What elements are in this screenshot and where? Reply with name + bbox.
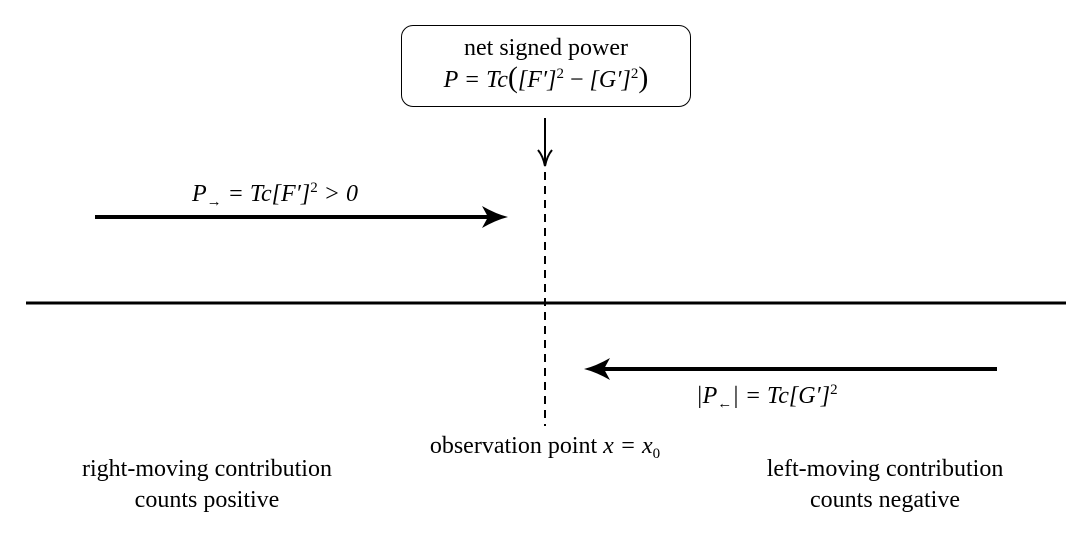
net-power-formula: P = Tc([F′]2 − [G′]2) <box>401 61 691 94</box>
observation-subscript: 0 <box>652 446 661 462</box>
left-subscript: ← <box>717 396 733 412</box>
formula-eq: = Tc <box>457 67 508 93</box>
net-power-box <box>401 25 691 107</box>
formula-open-paren: ( <box>507 61 518 94</box>
observation-math: x = x <box>603 433 653 459</box>
right-arrow-label: P→ = Tc[F′]2 > 0 <box>192 180 358 210</box>
right-tail: > 0 <box>317 181 358 207</box>
box-title: net signed power <box>464 35 628 61</box>
right-caption-line2: counts positive <box>134 487 280 513</box>
right-P: P <box>192 181 207 207</box>
formula-G-exponent: 2 <box>630 66 639 82</box>
formula-G: [G′] <box>589 67 631 93</box>
left-caption-line2: counts negative <box>810 487 960 513</box>
formula-F-exponent: 2 <box>556 66 565 82</box>
left-arrow-label: |P←| = Tc[G′]2 <box>696 382 838 412</box>
formula-P: P <box>443 67 458 93</box>
right-exponent: 2 <box>310 180 318 196</box>
formula-close-paren: ) <box>638 61 649 94</box>
observation-text: observation point <box>429 433 604 459</box>
formula-minus: − <box>564 67 590 93</box>
right-subscript: → <box>206 194 222 210</box>
right-moving-arrowhead <box>482 206 508 228</box>
formula-F: [F′] <box>517 67 557 93</box>
left-open: |P <box>696 383 718 409</box>
box-pointer-arrowhead <box>537 149 553 167</box>
left-caption-line1: left-moving contribution <box>766 456 1004 482</box>
right-caption-line1: right-moving contribution <box>82 456 332 482</box>
right-rhs: = Tc[F′] <box>221 181 311 207</box>
left-moving-arrowhead <box>584 358 610 380</box>
observation-label: observation point x = x0 <box>345 432 745 462</box>
left-exponent: 2 <box>830 382 838 398</box>
left-rhs: | = Tc[G′] <box>732 383 831 409</box>
